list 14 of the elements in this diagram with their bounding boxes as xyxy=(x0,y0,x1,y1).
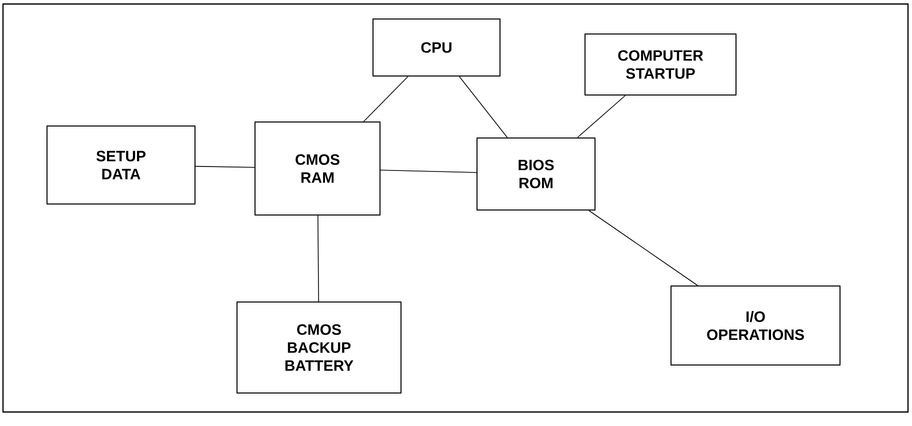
connector-line xyxy=(458,76,508,138)
process-box: COMPUTER STARTUP xyxy=(584,34,736,96)
process-box: CPU xyxy=(372,18,500,76)
connector-line xyxy=(195,166,255,168)
process-box: CMOS RAM xyxy=(254,122,380,216)
connector-line xyxy=(588,210,698,286)
process-box: BIOS ROM xyxy=(476,138,596,210)
process-box: SETUP DATA xyxy=(46,126,196,204)
process-box: CMOS BACKUP BATTERY xyxy=(236,302,402,394)
connector-line xyxy=(577,95,626,138)
process-box: I/O OPERATIONS xyxy=(670,286,840,366)
connector-line xyxy=(318,215,320,302)
connector-line xyxy=(380,170,477,173)
connector-line xyxy=(363,76,408,122)
